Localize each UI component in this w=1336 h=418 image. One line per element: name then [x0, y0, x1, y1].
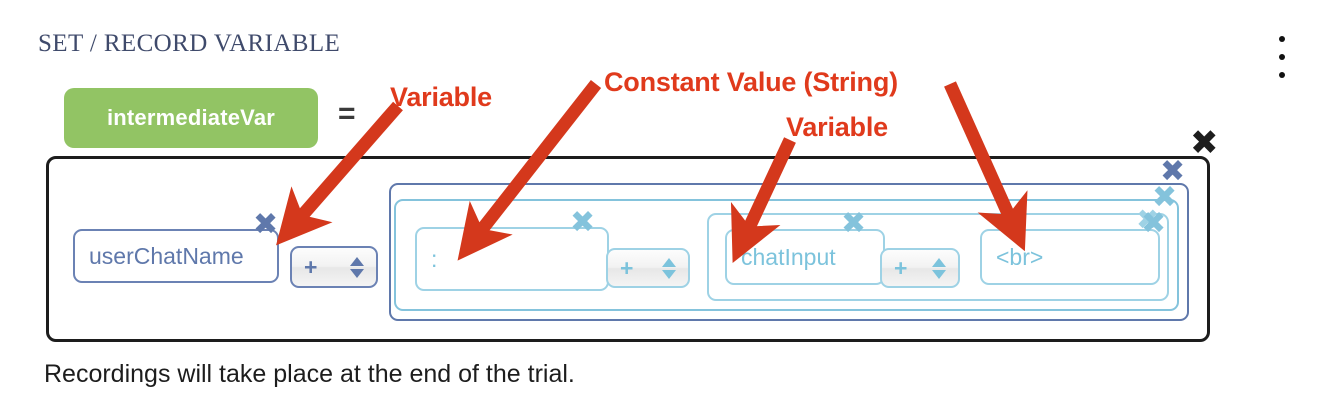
expression-group-level-2[interactable]: chatInput <br>	[394, 199, 1179, 311]
kebab-dot-3	[1279, 72, 1285, 78]
close-icon-operand-chatinput[interactable]: ✖	[841, 206, 867, 241]
spinner-up-icon-3	[932, 257, 946, 267]
close-icon-operand-colon-constant[interactable]: ✖	[570, 205, 596, 240]
page-title: SET / RECORD VARIABLE	[38, 30, 341, 57]
kebab-dot-2	[1279, 54, 1285, 60]
expression-group-level-3[interactable]: chatInput <br>	[707, 213, 1169, 301]
variable-chip-intermediatevar[interactable]: intermediateVar	[64, 88, 318, 148]
operator-select-1[interactable]: +	[290, 246, 378, 288]
annotation-label-constant-value: Constant Value (String)	[604, 67, 898, 97]
footer-note: Recordings will take place at the end of…	[44, 360, 575, 388]
operator-spinner-2[interactable]	[662, 257, 676, 279]
operator-plus-symbol-2: +	[620, 254, 634, 281]
kebab-menu-icon[interactable]	[1272, 36, 1292, 78]
spinner-up-icon-1	[350, 256, 364, 266]
expression-group-level-1[interactable]: : chatInput <br>	[389, 183, 1189, 321]
spinner-down-icon-1	[350, 268, 364, 278]
close-icon-operand-br-constant[interactable]: ✖	[1141, 206, 1167, 241]
equals-sign: =	[338, 97, 356, 130]
operator-select-2[interactable]: +	[606, 248, 690, 288]
operator-plus-symbol-1: +	[304, 253, 318, 280]
operator-spinner-3[interactable]	[932, 257, 946, 279]
operator-spinner-1[interactable]	[350, 256, 364, 278]
annotation-label-variable-1: Variable	[390, 82, 492, 112]
operator-plus-symbol-3: +	[894, 254, 908, 281]
operand-br-constant[interactable]: <br>	[980, 229, 1160, 285]
spinner-down-icon-2	[662, 269, 676, 279]
spinner-down-icon-3	[932, 269, 946, 279]
annotation-label-variable-2: Variable	[786, 112, 888, 142]
spinner-up-icon-2	[662, 257, 676, 267]
close-icon-group-level-2[interactable]: ✖	[1152, 180, 1178, 215]
operand-userchatname[interactable]: userChatName	[73, 229, 279, 283]
kebab-dot-1	[1279, 36, 1285, 42]
operator-select-3[interactable]: +	[880, 248, 960, 288]
close-icon-outer-group[interactable]: ✖	[1190, 123, 1219, 163]
close-icon-group-level-1[interactable]: ✖	[1160, 154, 1186, 189]
close-icon-group-level-3[interactable]: ✖	[1136, 203, 1160, 236]
close-icon-operand-userchatname[interactable]: ✖	[253, 207, 279, 242]
